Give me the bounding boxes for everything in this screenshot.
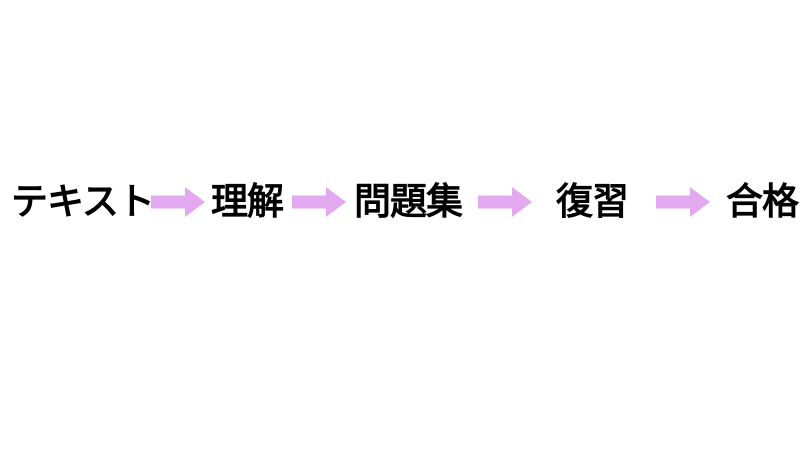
flow-step-review: 復習 bbox=[556, 181, 629, 222]
right-arrow-icon bbox=[151, 187, 205, 217]
flow-step-workbook: 問題集 bbox=[354, 181, 463, 222]
right-arrow-icon bbox=[292, 187, 346, 217]
flow-step-textbook: テキスト bbox=[11, 181, 155, 222]
right-arrow-shape bbox=[478, 187, 532, 217]
right-arrow-shape bbox=[151, 187, 205, 217]
right-arrow-icon bbox=[478, 187, 532, 217]
flow-step-understanding: 理解 bbox=[211, 181, 284, 222]
flow-step-pass: 合格 bbox=[726, 181, 799, 222]
right-arrow-shape bbox=[656, 187, 710, 217]
right-arrow-shape bbox=[292, 187, 346, 217]
right-arrow-icon bbox=[656, 187, 710, 217]
